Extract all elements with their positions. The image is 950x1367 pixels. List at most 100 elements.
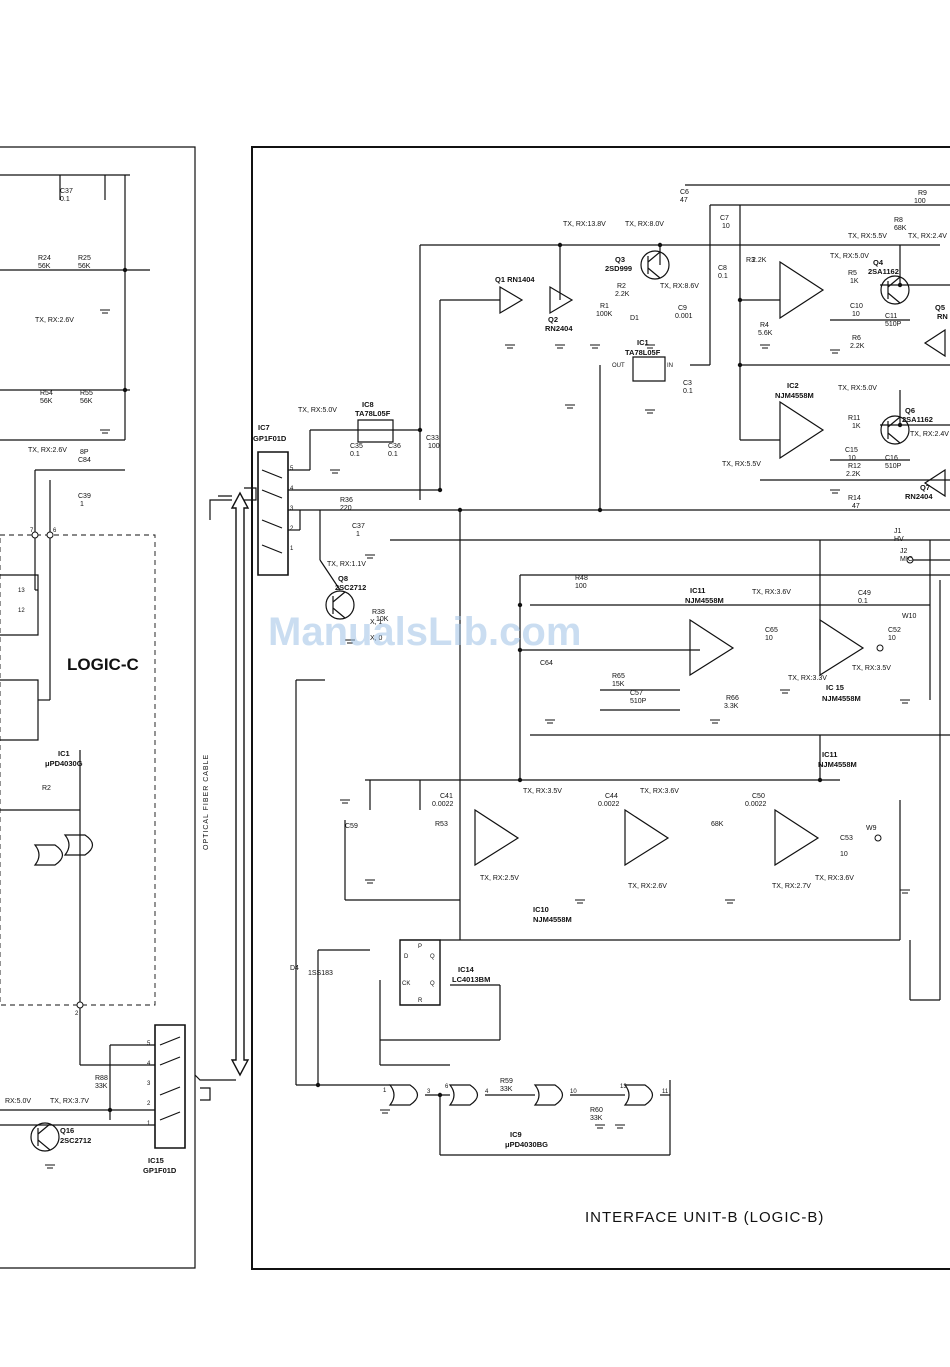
ic14-pin-p: P bbox=[418, 944, 422, 950]
r6-ref: R6 bbox=[852, 335, 861, 342]
v-tx-2-7: TX, RX:2.7V bbox=[772, 883, 811, 890]
r38-value: 10K bbox=[376, 616, 389, 623]
ic9-ref: IC9 bbox=[510, 1130, 522, 1139]
r6-value: 2.2K bbox=[850, 343, 865, 350]
v-tx-5-0c: TX, RX:5.0V bbox=[298, 407, 337, 414]
logic-b-panel-border bbox=[252, 147, 950, 1269]
v-tx-13-8: TX, RX:13.8V bbox=[563, 221, 606, 228]
q16-part: 2SC2712 bbox=[60, 1136, 91, 1145]
ic15-opt-body bbox=[155, 1025, 185, 1148]
c39-ref: C39 bbox=[78, 493, 91, 500]
ic10-ref: IC10 bbox=[533, 905, 549, 914]
r59-ref: R59 bbox=[500, 1078, 513, 1085]
q3-transistor bbox=[641, 251, 669, 279]
ic11-opamp-d bbox=[775, 810, 818, 865]
c35-ref: C35 bbox=[350, 443, 363, 450]
ic14-pin-qb: Q bbox=[430, 981, 435, 987]
c7-value: 10 bbox=[722, 223, 730, 230]
r48-ref: R48 bbox=[575, 575, 588, 582]
pin-numbers: 5 4 3 2 1 5 4 3 2 1 7 6 2 D Q P CK R Q 1… bbox=[18, 466, 669, 1127]
ic10-part: NJM4558M bbox=[533, 915, 572, 924]
c9-value: 0.001 bbox=[675, 313, 693, 320]
ic14-pin-ck: CK bbox=[402, 981, 410, 987]
q5-buffer bbox=[925, 330, 945, 356]
r60-value: 33K bbox=[590, 1115, 603, 1122]
ic1-logic-gate-b bbox=[35, 845, 63, 865]
ic1-logic-ref: IC1 bbox=[58, 749, 70, 758]
logic-c-pin12: 12 bbox=[18, 608, 25, 614]
q7-label: Q7 bbox=[920, 483, 930, 492]
q16-label: Q16 bbox=[60, 1126, 74, 1135]
r88-ref: R88 bbox=[95, 1075, 108, 1082]
ic15-opamp-a bbox=[820, 620, 863, 675]
ic11-bot-part: NJM4558M bbox=[818, 760, 857, 769]
ic9-pin13: 13 bbox=[620, 1084, 627, 1090]
c49-ref: C49 bbox=[858, 590, 871, 597]
c11-value: 510P bbox=[885, 321, 902, 328]
r65-value: 15K bbox=[612, 681, 625, 688]
q5-label: Q5 bbox=[935, 303, 945, 312]
ic7-pin1: 1 bbox=[290, 546, 294, 552]
ic8-regulator bbox=[358, 420, 393, 442]
logic-c-label: LOGIC-C bbox=[67, 655, 139, 674]
r3-value: 2.2K bbox=[752, 257, 767, 264]
ic7-pin5: 5 bbox=[290, 466, 294, 472]
c50-value: 0.0022 bbox=[745, 801, 767, 808]
ic7-ref: IC7 bbox=[258, 423, 270, 432]
v-tx-5-5a: TX, RX:5.5V bbox=[848, 233, 887, 240]
w9-label: W9 bbox=[866, 825, 877, 832]
r65-ref: R65 bbox=[612, 673, 625, 680]
c36-value: 0.1 bbox=[388, 451, 398, 458]
logic-c-pin13: 13 bbox=[18, 588, 25, 594]
ic1-reg-part: TA78L05F bbox=[625, 348, 661, 357]
c52-value: 10 bbox=[888, 635, 896, 642]
ic1-logic-gate-c bbox=[65, 835, 93, 855]
ic9-pin11: 11 bbox=[662, 1089, 669, 1095]
ic2-ref: IC2 bbox=[787, 381, 799, 390]
ic14-flipflop bbox=[400, 940, 440, 1005]
r36-ref: R36 bbox=[340, 497, 353, 504]
r5-value: 1K bbox=[850, 278, 859, 285]
c33-ref: C33 bbox=[426, 435, 439, 442]
interface-unit-title: INTERFACE UNIT-B (LOGIC-B) bbox=[585, 1209, 824, 1226]
optical-cable-arrow bbox=[232, 493, 248, 1075]
r54-value: 56K bbox=[40, 398, 53, 405]
ground-symbols bbox=[45, 310, 910, 1168]
c57-ref: C57 bbox=[630, 690, 643, 697]
v-tx-5-0b: TX, RX:5.0V bbox=[838, 385, 877, 392]
logic-c-dashed-box bbox=[0, 535, 155, 1005]
c52-ref: C52 bbox=[888, 627, 901, 634]
c37-ref: C37 bbox=[352, 523, 365, 530]
c9-ref: C9 bbox=[678, 305, 687, 312]
q3-label: Q3 bbox=[615, 255, 625, 264]
c49-value: 0.1 bbox=[858, 598, 868, 605]
ic1-reg-ref: IC1 bbox=[637, 338, 649, 347]
r88-value: 33K bbox=[95, 1083, 108, 1090]
component-labels: R9 100 R8 68K R3 2.2K R5 1K R4 5.6K R6 2… bbox=[38, 188, 927, 1122]
ic7-pin2: 2 bbox=[290, 526, 294, 532]
ic15-opt-part: GP1F01D bbox=[143, 1166, 177, 1175]
ic11-top-part: NJM4558M bbox=[685, 596, 724, 605]
c37-value: 1 bbox=[356, 531, 360, 538]
r55-value: 56K bbox=[80, 398, 93, 405]
v-tx-3-5a: TX, RX:3.5V bbox=[852, 665, 891, 672]
r36-value: 220 bbox=[340, 505, 352, 512]
v-x1: X, 1 bbox=[370, 619, 383, 626]
c44-ref: C44 bbox=[605, 793, 618, 800]
r53-value: 68K bbox=[711, 821, 724, 828]
logic-c-panel-border bbox=[0, 147, 195, 1268]
r1-left-ref: R2 bbox=[42, 785, 51, 792]
ic7-part: GP1F01D bbox=[253, 434, 287, 443]
ic9-pin6: 6 bbox=[445, 1084, 449, 1090]
q4-label: Q4 bbox=[873, 258, 884, 267]
r59-value: 33K bbox=[500, 1086, 513, 1093]
v-tx-3-7: TX, RX:3.7V bbox=[50, 1098, 89, 1105]
c37b-value: 0.1 bbox=[60, 196, 70, 203]
q1-buffer bbox=[500, 287, 522, 313]
r12-value: 2.2K bbox=[846, 471, 861, 478]
ic15-op-part: NJM4558M bbox=[822, 694, 861, 703]
ic15-pin2: 2 bbox=[147, 1101, 151, 1107]
v-tx-3-5b: TX, RX:3.5V bbox=[523, 788, 562, 795]
r24-ref: R24 bbox=[38, 255, 51, 262]
d1-ref: D1 bbox=[630, 315, 639, 322]
